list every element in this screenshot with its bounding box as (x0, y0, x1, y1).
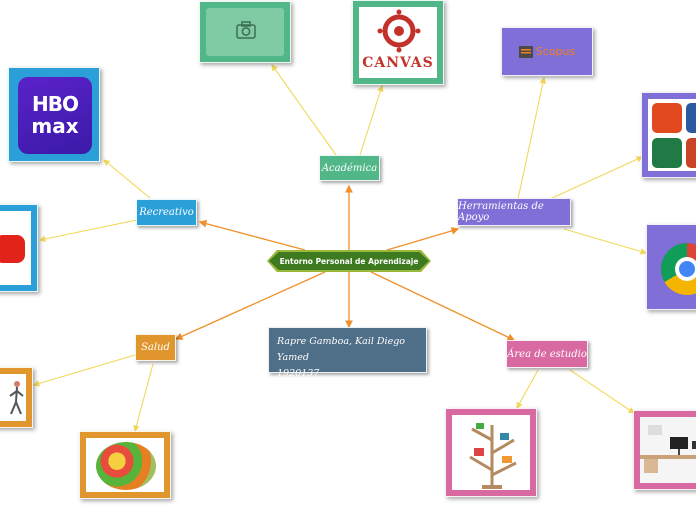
image-healthy-food[interactable] (79, 431, 171, 499)
author-code: 1920137 (277, 368, 320, 379)
scopus-wordmark: Scopus (535, 45, 576, 58)
bookshelf-icon (469, 423, 517, 489)
excel-icon (652, 138, 682, 168)
chrome-icon (661, 243, 696, 295)
link-central-recreativo (198, 219, 306, 251)
image-office-apps[interactable] (641, 92, 696, 178)
link-central-herramientas (386, 227, 460, 251)
powerpoint-icon (686, 138, 696, 168)
link-central-salud (174, 271, 326, 340)
branch-recreativo[interactable]: Recreativo (136, 199, 197, 226)
branch-herramientas-de-apoyo[interactable]: Herramientas de Apoyo (457, 198, 571, 226)
canvas-wordmark: CANVAS (362, 55, 434, 71)
image-camera-placeholder[interactable] (199, 1, 291, 63)
exercise-figure-icon (9, 381, 24, 415)
image-hbo-max-logo[interactable]: HBO max (8, 67, 100, 162)
central-node[interactable]: Entorno Personal de Aprendizaje (267, 250, 431, 272)
image-canvas-logo[interactable]: CANVAS (352, 0, 444, 85)
scopus-emblem-icon (518, 45, 533, 58)
word-icon (686, 103, 696, 133)
max-wordmark: max (31, 114, 79, 138)
image-chrome-logo[interactable] (646, 224, 696, 310)
hbo-wordmark: HBO (32, 92, 79, 116)
image-bookshelf[interactable] (445, 408, 537, 497)
link-central-area (370, 271, 516, 341)
central-topic-label: Entorno Personal de Aprendizaje (269, 252, 429, 270)
author-node[interactable]: Rapre Gamboa, Kail Diego Yamed 1920137 (268, 327, 427, 379)
camera-icon (236, 21, 256, 39)
branch-salud[interactable]: Salud (135, 334, 176, 361)
image-study-desk[interactable] (633, 410, 696, 490)
author-name: Rapre Gamboa, Kail Diego Yamed (277, 336, 405, 363)
image-exercise[interactable] (0, 367, 33, 428)
image-youtube-logo[interactable] (0, 204, 38, 292)
desk-icon (640, 425, 696, 473)
office-icon (652, 103, 682, 133)
food-plate-icon (96, 442, 156, 490)
canvas-icon (377, 9, 421, 53)
youtube-play-icon (0, 235, 25, 263)
image-scopus-logo[interactable]: Scopus (501, 27, 593, 76)
branch-academica[interactable]: Académica (319, 155, 380, 181)
branch-area-de-estudio[interactable]: Área de estudio (506, 340, 588, 368)
